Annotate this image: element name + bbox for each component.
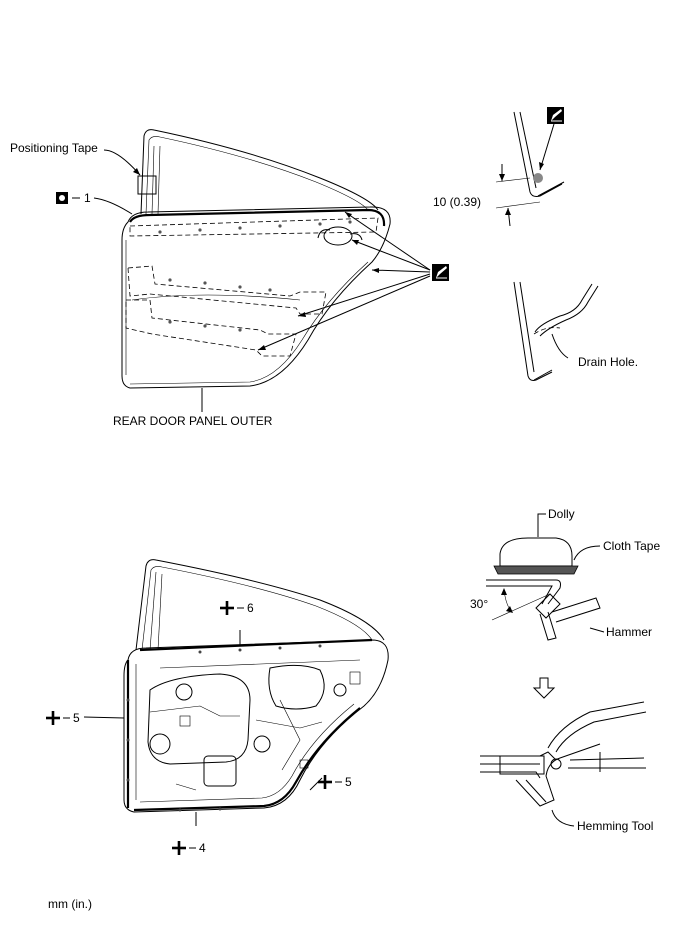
dimension-label: 10 (0.39) <box>433 195 481 209</box>
dolly-label: Dolly <box>548 507 575 521</box>
callout-5-right: 5 <box>345 775 352 789</box>
positioning-tape-mark <box>137 175 157 195</box>
callout-6: 6 <box>247 601 254 615</box>
callout-5-left: 5 <box>73 711 80 725</box>
rear-door-panel-outer-label: REAR DOOR PANEL OUTER <box>113 414 273 428</box>
drain-hole-illustration <box>513 281 599 381</box>
hem-detail-illustration <box>495 111 565 227</box>
plus-weld-icon-5-right <box>318 775 332 789</box>
sealer-pen-icon-detail <box>547 107 564 124</box>
replace-part-icon <box>56 192 68 204</box>
rear-door-outer-illustration <box>121 129 431 389</box>
drain-hole-label: Drain Hole. <box>578 355 638 369</box>
cloth-tape-label: Cloth Tape <box>603 539 660 553</box>
plus-weld-icon-6 <box>220 601 234 615</box>
callout-4: 4 <box>199 841 206 855</box>
hemming-tool-illustration <box>480 701 647 827</box>
hammer-label: Hammer <box>606 625 652 639</box>
down-arrow-icon <box>532 677 556 699</box>
rear-door-inner-illustration <box>83 559 389 826</box>
units-label: mm (in.) <box>48 897 92 911</box>
dolly-illustration <box>486 513 605 641</box>
callout-1: 1 <box>84 191 91 205</box>
angle-label: 30° <box>470 597 488 611</box>
positioning-tape-label: Positioning Tape <box>10 141 98 155</box>
hemming-tool-label: Hemming Tool <box>577 819 653 833</box>
plus-weld-icon-4 <box>172 841 186 855</box>
plus-weld-icon-5-left <box>46 711 60 725</box>
sealer-pen-icon <box>432 264 449 281</box>
